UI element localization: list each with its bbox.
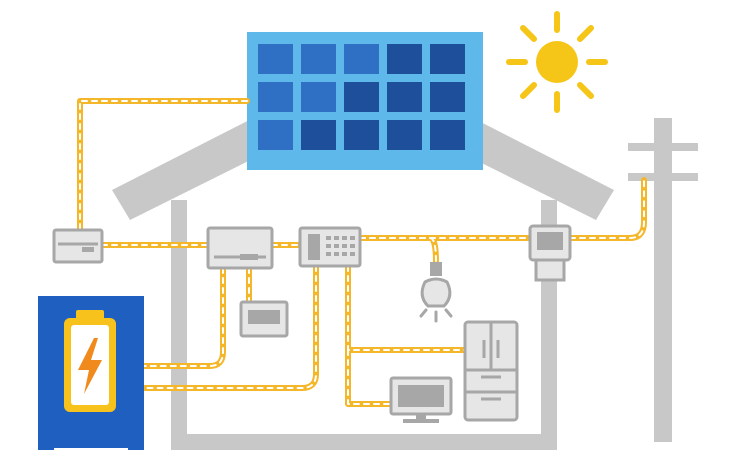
- solar-cell: [258, 120, 293, 150]
- solar-cell: [387, 82, 422, 112]
- distribution-board-icon: [206, 226, 274, 270]
- solar-cell: [387, 120, 422, 150]
- controller-icon: [298, 226, 362, 268]
- solar-cell: [258, 44, 293, 74]
- solar-cell: [430, 120, 465, 150]
- sun-icon: [506, 11, 608, 113]
- storage-battery-icon: [38, 296, 144, 450]
- utility-pole-icon: [628, 118, 698, 442]
- solar-cell: [301, 82, 336, 112]
- solar-cell: [344, 120, 379, 150]
- light-bulb-icon: [419, 262, 453, 323]
- wiring: [77, 98, 647, 407]
- solar-cell: [430, 82, 465, 112]
- solar-cell: [344, 44, 379, 74]
- solar-cell: [430, 44, 465, 74]
- solar-panel-icon: [247, 32, 483, 170]
- solar-cell: [344, 82, 379, 112]
- monitor-panel-icon: [239, 300, 289, 338]
- solar-cell: [301, 120, 336, 150]
- solar-cell: [258, 82, 293, 112]
- refrigerator-icon: [463, 320, 519, 422]
- lightning-bolt-icon: [78, 338, 102, 394]
- solar-cell: [387, 44, 422, 74]
- solar-cell: [301, 44, 336, 74]
- smart-meter-icon: [528, 224, 572, 282]
- television-icon: [389, 376, 453, 423]
- power-conditioner-icon: [52, 228, 104, 264]
